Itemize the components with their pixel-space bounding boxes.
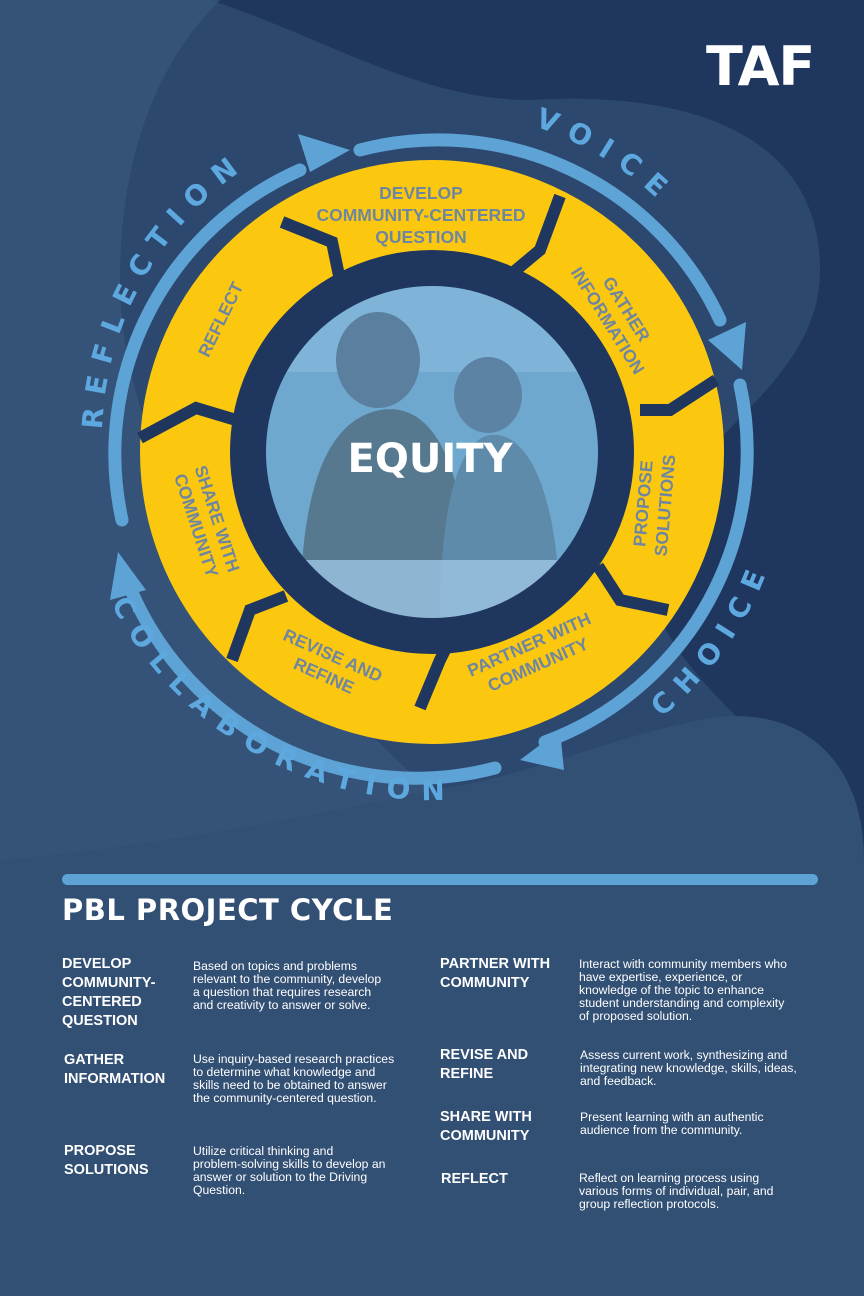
arrowhead-collaboration: [110, 552, 146, 600]
ring-arc-collaboration: [118, 568, 502, 785]
term-revise: REVISE AND REFINE: [440, 1047, 529, 1082]
term-gather: GATHER INFORMATION: [64, 1052, 166, 1087]
separator-3: [640, 374, 720, 416]
separator-6: [226, 590, 289, 663]
stage-label-line: DEVELOP: [379, 183, 463, 203]
stage-label-line: COMMUNITY-CENTERED: [316, 205, 525, 225]
desc-partner: Interact with community members who have…: [579, 957, 787, 1023]
term-propose: PROPOSE SOLUTIONS: [64, 1143, 149, 1178]
ring-arc-choice: [538, 378, 754, 749]
arrowhead-gather: [708, 322, 746, 370]
separator-7: [137, 401, 238, 444]
section-title: PBL PROJECT CYCLE: [62, 893, 394, 927]
lower-blob-shape: [0, 716, 864, 1296]
term-share: SHARE WITH COMMUNITY: [440, 1109, 532, 1144]
separator-2: [506, 193, 566, 280]
desc-gather: Use inquiry-based research practices to …: [193, 1052, 395, 1105]
arrowhead-voice: [298, 134, 350, 172]
ring-arrowheads: [110, 134, 746, 770]
ring-arc-reflection: [108, 163, 307, 527]
desc-revise: Assess current work, synthesizing and in…: [580, 1048, 797, 1088]
separator-5: [414, 637, 456, 711]
desc-develop: Based on topics and problems relevant to…: [193, 959, 382, 1012]
separator-4: [592, 562, 670, 616]
desc-share: Present learning with an authentic audie…: [580, 1110, 764, 1137]
desc-reflect: Reflect on learning process using variou…: [579, 1171, 774, 1211]
separator-1: [279, 216, 348, 292]
section-divider: [62, 874, 818, 885]
term-partner: PARTNER WITH COMMUNITY: [440, 956, 551, 991]
arrowhead-choice: [520, 730, 564, 770]
term-develop: DEVELOP COMMUNITY- CENTERED QUESTION: [62, 956, 156, 1029]
equity-label: EQUITY: [348, 436, 514, 482]
taf-logo: TAF: [706, 35, 815, 98]
ring-arc-voice: [353, 133, 727, 327]
term-reflect: REFLECT: [441, 1171, 508, 1187]
desc-propose: Utilize critical thinking and problem-so…: [193, 1144, 386, 1197]
stage-label-line: QUESTION: [375, 227, 466, 247]
outer-ring: [108, 133, 754, 785]
